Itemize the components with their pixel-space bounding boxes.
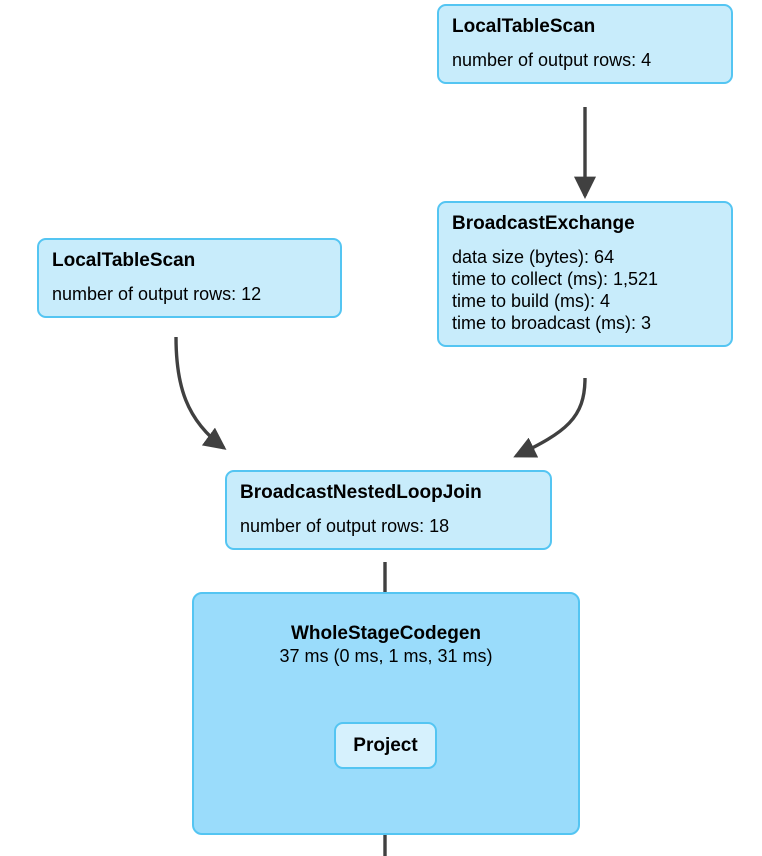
plan-node-local-table-scan-left[interactable]: LocalTableScan number of output rows: 12	[37, 238, 342, 318]
metric-row: data size (bytes): 64	[452, 247, 615, 267]
plan-node-broadcast-nested-loop-join[interactable]: BroadcastNestedLoopJoin number of output…	[225, 470, 552, 550]
cluster-title: WholeStageCodegen	[290, 623, 481, 644]
metric-row: number of output rows: 12	[52, 284, 262, 304]
node-title: LocalTableScan	[52, 250, 196, 271]
edge-scan12-to-join	[174, 336, 227, 450]
metric-row: time to build (ms): 4	[452, 291, 611, 311]
node-metrics: number of output rows: 18	[240, 515, 537, 537]
metric-row: number of output rows: 18	[240, 516, 450, 536]
node-title: Project	[353, 735, 418, 756]
metric-row: time to collect (ms): 1,521	[452, 269, 659, 289]
cluster-duration: 37 ms (0 ms, 1 ms, 31 ms)	[279, 646, 493, 666]
metric-row: number of output rows: 4	[452, 50, 652, 70]
node-title: BroadcastNestedLoopJoin	[240, 482, 482, 503]
plan-node-local-table-scan-top[interactable]: LocalTableScan number of output rows: 4	[437, 4, 733, 84]
node-metrics: number of output rows: 4	[452, 49, 718, 71]
plan-node-broadcast-exchange[interactable]: BroadcastExchange data size (bytes): 64 …	[437, 201, 733, 347]
edge-broadcastexchange-to-join	[513, 377, 587, 458]
cluster-label: WholeStageCodegen 37 ms (0 ms, 1 ms, 31 …	[194, 622, 578, 668]
node-title: LocalTableScan	[452, 16, 596, 37]
metric-row: time to broadcast (ms): 3	[452, 313, 652, 333]
node-metrics: data size (bytes): 64 time to collect (m…	[452, 246, 718, 334]
plan-node-project[interactable]: Project	[334, 722, 437, 769]
node-metrics: number of output rows: 12	[52, 283, 327, 305]
node-title: BroadcastExchange	[452, 213, 635, 234]
plan-cluster-whole-stage-codegen[interactable]: WholeStageCodegen 37 ms (0 ms, 1 ms, 31 …	[192, 592, 580, 835]
